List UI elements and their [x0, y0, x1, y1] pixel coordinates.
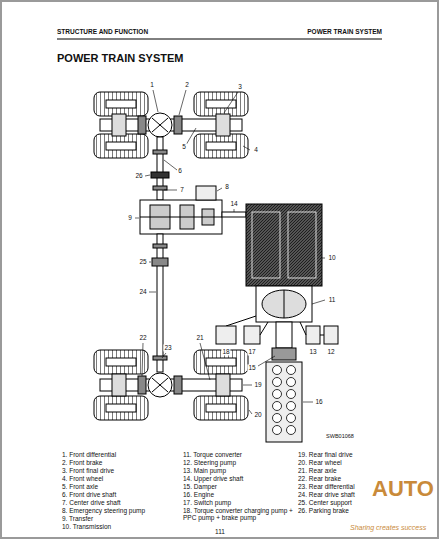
legend-item: 22. Rear brake [298, 475, 341, 482]
callout-number: 3 [237, 83, 243, 90]
callout-number: 5 [181, 143, 187, 150]
header-text: POWER TRAIN SYSTEM [307, 28, 382, 35]
legend-item: 1. Front differential [62, 451, 116, 458]
legend-item: 6. Front drive shaft [62, 491, 116, 498]
front-shafts [151, 137, 169, 200]
rear-wheels [94, 350, 248, 420]
legend-item: 15. Damper [183, 483, 293, 490]
callout-number: 11 [328, 296, 337, 303]
callout-number: 22 [138, 334, 147, 341]
legend-item: 14. Upper drive shaft [183, 475, 293, 482]
legend-item: 17. Switch pump [183, 499, 293, 506]
legend-item: 23. Rear differential [298, 483, 355, 490]
callout-number: 26 [134, 172, 143, 179]
cylinder [287, 426, 296, 435]
callout-number: 23 [163, 344, 172, 351]
callout-number: 14 [229, 200, 238, 207]
callout-number: 20 [253, 411, 262, 418]
legend-item: 26. Parking brake [298, 507, 349, 514]
callout-number: 7 [179, 186, 185, 193]
watermark: Sharing creates success [350, 524, 426, 532]
callout-number: 6 [177, 167, 183, 174]
leader-lines [135, 90, 325, 414]
callout-number: 16 [314, 398, 323, 405]
callout-number: 17 [247, 348, 256, 355]
engine [266, 322, 302, 442]
callout-number: 21 [195, 334, 204, 341]
callout-number: 4 [253, 146, 259, 153]
legend-item: 9. Transfer [62, 515, 93, 522]
legend-item: 18. Torque converter charging pump + PPC… [183, 507, 293, 521]
watermark: AUTO [372, 477, 434, 501]
front-wheels [94, 92, 248, 158]
legend-item: 21. Rear axle [298, 467, 337, 474]
legend-item: 24. Rear drive shaft [298, 491, 355, 498]
legend-item: 19. Rear final drive [298, 451, 353, 458]
cylinder [287, 366, 296, 375]
transmission [246, 204, 322, 322]
cylinder [273, 366, 282, 375]
legend-item: 10. Transmission [62, 523, 111, 530]
callout-number: 19 [253, 381, 262, 388]
legend-item: 3. Front final drive [62, 467, 114, 474]
callout-number: 12 [326, 348, 335, 355]
page-number: 111 [215, 528, 225, 535]
callout-number: 13 [308, 348, 317, 355]
front-axle [100, 113, 242, 137]
cylinder [287, 402, 296, 411]
cylinder [273, 426, 282, 435]
header-text: STRUCTURE AND FUNCTION [57, 28, 148, 35]
figure-code: SWB01068 [326, 433, 354, 439]
engine-cylinders [273, 366, 296, 435]
cylinder [273, 402, 282, 411]
callout-number: 9 [127, 214, 133, 221]
callout-number: 10 [327, 254, 336, 261]
legend-item: 11. Torque converter [183, 451, 293, 458]
legend-item: 7. Center drive shaft [62, 499, 121, 506]
callout-number: 2 [184, 81, 190, 88]
callout-number: 24 [138, 288, 147, 295]
legend-item: 4. Front wheel [62, 475, 103, 482]
legend-item: 5. Front axle [62, 483, 98, 490]
callout-number: 15 [247, 364, 256, 371]
legend-item: 8. Emergency steering pump [62, 507, 145, 514]
legend-item: 20. Rear wheel [298, 459, 342, 466]
page-title: POWER TRAIN SYSTEM [57, 52, 184, 64]
transfer [140, 186, 246, 234]
header-rule [57, 39, 382, 40]
legend-item: 12. Steering pump [183, 459, 293, 466]
legend-item: 16. Engine [183, 491, 293, 498]
callout-number: 8 [224, 183, 230, 190]
cylinder [287, 414, 296, 423]
callout-number: 1 [149, 81, 155, 88]
rear-axle [100, 373, 242, 397]
cylinder [287, 390, 296, 399]
legend-item: 13. Main pump [183, 467, 293, 474]
legend-item: 25. Center support [298, 499, 352, 506]
cylinder [273, 390, 282, 399]
legend-item: 2. Front brake [62, 459, 102, 466]
cylinder [273, 378, 282, 387]
callout-number: 25 [138, 258, 147, 265]
cylinder [273, 414, 282, 423]
callout-number: 18 [221, 348, 230, 355]
cylinder [287, 378, 296, 387]
